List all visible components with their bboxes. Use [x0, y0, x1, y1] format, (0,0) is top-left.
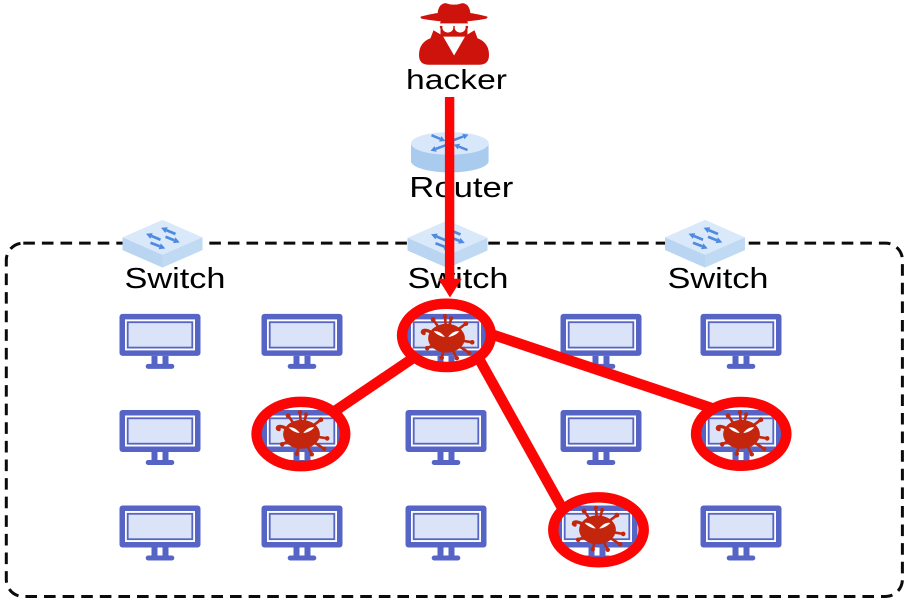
svg-text:Switch: Switch: [125, 263, 226, 295]
svg-text:hacker: hacker: [406, 64, 507, 95]
svg-text:Switch: Switch: [668, 263, 769, 295]
svg-text:Router: Router: [409, 172, 513, 204]
